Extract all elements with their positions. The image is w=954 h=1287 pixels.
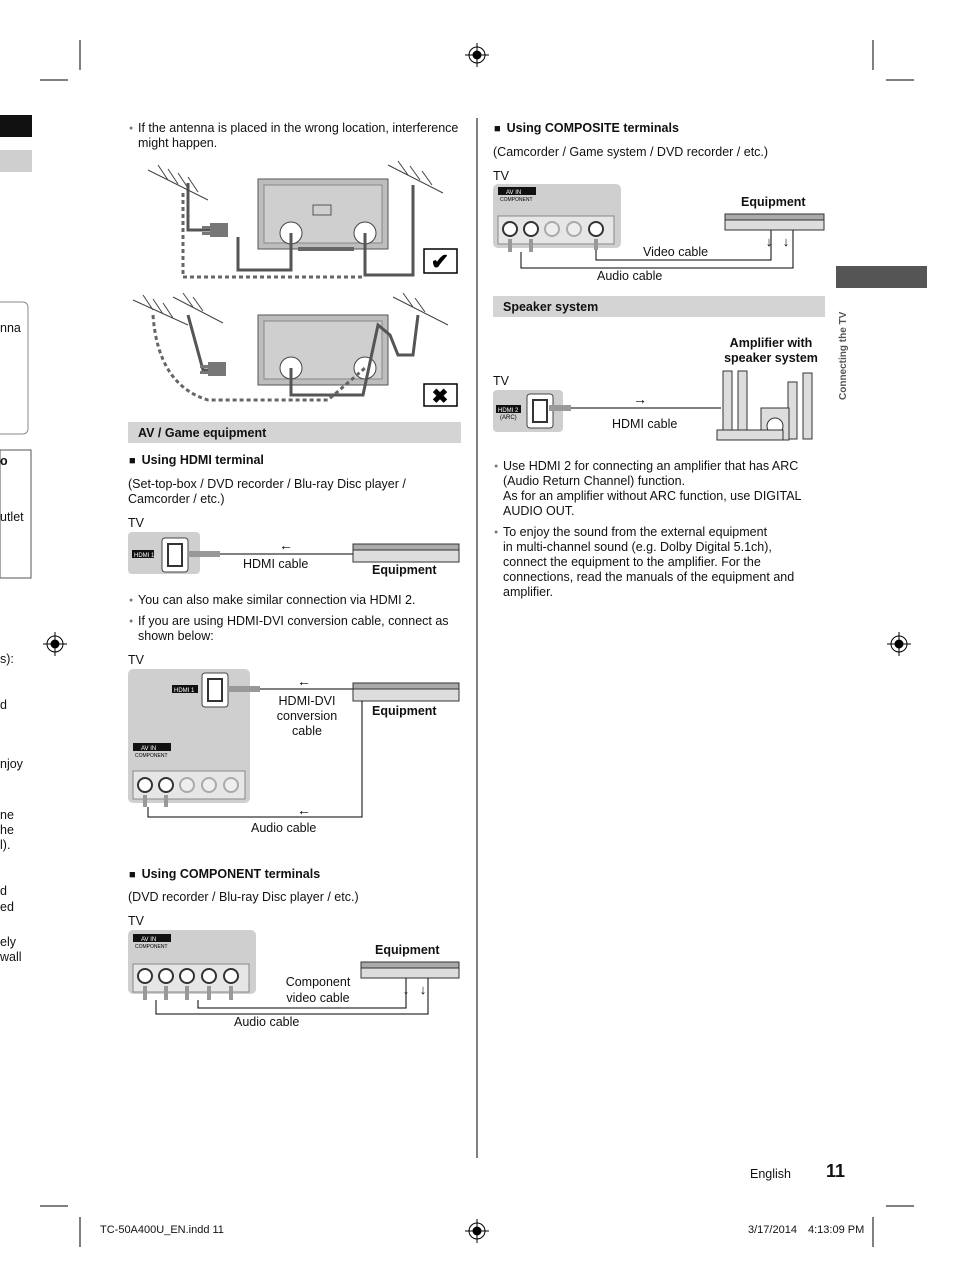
component-label: COMPONENT <box>135 753 168 759</box>
hdmi2-note: You can also make similar connection via… <box>129 593 468 608</box>
amplifier-label: Amplifier with speaker system <box>724 336 818 365</box>
svg-text:↓: ↓ <box>766 234 773 249</box>
footer-language: English <box>750 1167 791 1181</box>
margin-fragment: l). <box>0 838 11 852</box>
hdmi-cable-label: HDMI cable <box>243 557 309 571</box>
footer-date: 3/17/2014 <box>748 1224 797 1236</box>
svg-text:↓: ↓ <box>403 982 410 997</box>
audio-cable-label: Audio cable <box>234 1015 300 1029</box>
video-cable-label: Video cable <box>643 245 709 259</box>
svg-text:HDMI 1: HDMI 1 <box>174 688 195 694</box>
tv-label: TV <box>493 169 509 183</box>
composite-devices: (Camcorder / Game system / DVD recorder … <box>493 145 769 159</box>
margin-fragment: he <box>0 823 14 837</box>
speaker-connection-diagram: HDMI 2 (ARC) → <box>493 370 813 441</box>
composite-connection-diagram: AV IN COMPONENT ↓ ↓ <box>493 184 825 269</box>
av-in-label: AV IN <box>141 746 156 752</box>
component-cable-label: Component video cable <box>285 975 351 1005</box>
svg-text:→: → <box>633 391 647 407</box>
margin-fragment: d <box>0 884 7 898</box>
multichannel-note: To enjoy the sound from the external equ… <box>494 525 838 600</box>
tv-label: TV <box>128 914 144 928</box>
composite-heading: Using COMPOSITE terminals <box>494 121 679 137</box>
audio-cable-label: Audio cable <box>597 269 663 283</box>
svg-text:↓: ↓ <box>420 982 427 997</box>
margin-fragment: utlet <box>0 510 24 524</box>
hdmi-dvi-connection-diagram: HDMI 1 ← AV IN COMPONENT ← <box>128 669 460 818</box>
svg-text:COMPONENT: COMPONENT <box>135 944 168 950</box>
svg-text:AV IN: AV IN <box>506 190 521 196</box>
speaker-system-icon <box>716 370 813 441</box>
arc-note: Use HDMI 2 for connecting an amplifier t… <box>494 459 838 519</box>
plug-icon <box>202 223 228 237</box>
svg-text:(ARC): (ARC) <box>500 415 517 421</box>
dvi-note: If you are using HDMI-DVI conversion cab… <box>129 614 468 644</box>
hdmi-heading: Using HDMI terminal <box>129 453 264 469</box>
margin-fragment: ne <box>0 808 14 822</box>
hdmi-connection-diagram: HDMI 1 ← <box>128 532 460 574</box>
equipment-label: Equipment <box>372 563 437 577</box>
registration-target-icon <box>43 43 911 1243</box>
page-number: 11 <box>826 1161 846 1181</box>
footer-time: 4:13:09 PM <box>808 1224 865 1236</box>
margin-fragment: s): <box>0 652 14 666</box>
svg-text:←: ← <box>297 673 311 689</box>
equipment-label: Equipment <box>375 943 440 957</box>
svg-text:↓: ↓ <box>783 234 790 249</box>
hdmi-port-label: HDMI 1 <box>134 553 155 559</box>
tv-label: TV <box>128 516 144 530</box>
margin-fragment: njoy <box>0 757 23 771</box>
checkmark-icon: ✔ <box>431 249 449 274</box>
margin-fragment: nna <box>0 321 21 335</box>
margin-fragment: wall <box>0 950 22 964</box>
antenna-note: If the antenna is placed in the wrong lo… <box>129 121 468 151</box>
svg-text:←: ← <box>297 802 311 818</box>
margin-fragment: o <box>0 454 8 468</box>
footer-file-info: TC-50A400U_EN.indd 11 <box>100 1224 224 1236</box>
component-devices: (DVD recorder / Blu-ray Disc player / et… <box>128 890 359 904</box>
hdmi-devices: (Set-top-box / DVD recorder / Blu-ray Di… <box>128 477 406 506</box>
svg-text:COMPONENT: COMPONENT <box>500 197 533 203</box>
hdmi-cable-label: HDMI cable <box>612 417 678 431</box>
tv-back-correct <box>257 178 389 251</box>
tv-label: TV <box>128 653 144 667</box>
section-bar-speaker: Speaker system <box>493 296 825 317</box>
section-bar-av-game: AV / Game equipment <box>128 422 461 443</box>
component-connection-diagram: AV IN COMPONENT ↓ ↓ <box>128 930 460 1015</box>
dvi-cable-label: HDMI-DVI conversion cable <box>276 694 338 738</box>
hdmi2-port-label: HDMI 2 <box>498 408 519 414</box>
antenna-icon <box>147 160 444 201</box>
equipment-label: Equipment <box>372 704 437 718</box>
tv-label: TV <box>493 374 509 388</box>
margin-fragment: ely <box>0 935 16 949</box>
svg-text:AV IN: AV IN <box>141 937 156 943</box>
margin-fragment: d <box>0 698 7 712</box>
margin-fragment: ed <box>0 900 14 914</box>
equipment-label: Equipment <box>741 195 806 209</box>
equipment-device-icon <box>352 543 460 563</box>
antenna-placement-diagram: ✔ ✖ <box>132 160 458 408</box>
side-tab-label: Connecting the TV <box>838 311 849 400</box>
audio-cable-label: Audio cable <box>251 821 317 835</box>
component-heading: Using COMPONENT terminals <box>129 867 321 883</box>
cross-icon: ✖ <box>432 386 449 408</box>
arrow-left-icon: ← <box>279 537 293 553</box>
